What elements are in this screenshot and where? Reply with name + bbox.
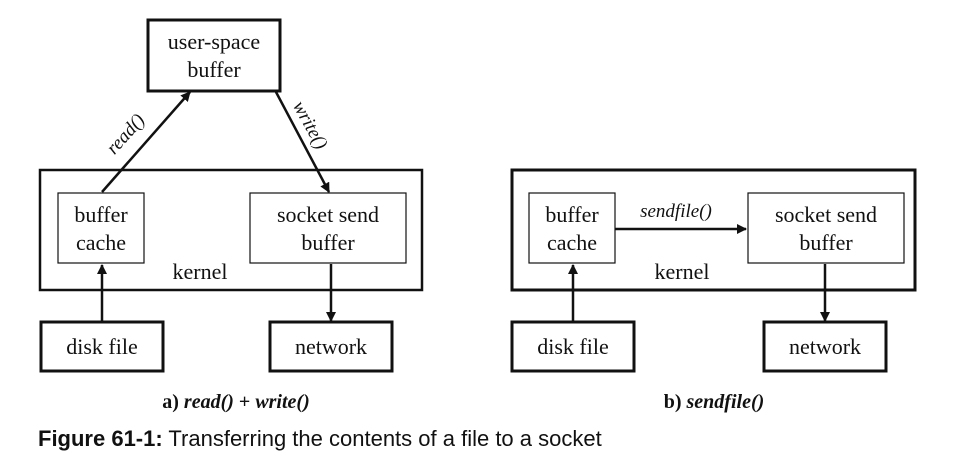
- socket-send-buffer-box-b: [747, 192, 905, 264]
- disk-file-label-a: disk file: [66, 334, 138, 359]
- sendfile-label: sendfile(): [640, 201, 712, 222]
- write-arrow: [274, 91, 331, 193]
- read-arrow: [101, 91, 191, 193]
- diagram-b: buffer cache socket send buffer kernel d…: [510, 168, 917, 413]
- subcaption-b: b) sendfile(): [664, 391, 765, 413]
- socket-send-buffer-label-line2-a: buffer: [301, 230, 355, 255]
- socket-send-buffer-box-a: [249, 192, 407, 264]
- user-space-buffer-label-line1: user-space: [168, 29, 260, 54]
- socket-send-buffer-label-line1-b: socket send: [775, 202, 877, 227]
- network-box-a: [268, 320, 394, 373]
- buffer-cache-label-line2-b: cache: [547, 230, 597, 255]
- socket-send-buffer-label-line1-a: socket send: [277, 202, 379, 227]
- network-box-b: [762, 320, 888, 373]
- network-label-a: network: [295, 334, 367, 359]
- kernel-label-a: kernel: [173, 259, 228, 284]
- figure-number: Figure 61-1:: [38, 426, 163, 451]
- disk-file-label-b: disk file: [537, 334, 609, 359]
- figure-caption-text: Transferring the contents of a file to a…: [162, 426, 602, 451]
- socket-send-buffer-label-line2-b: buffer: [799, 230, 853, 255]
- figure-caption: Figure 61-1: Transferring the contents o…: [38, 426, 602, 452]
- buffer-cache-label-line1-b: buffer: [545, 202, 599, 227]
- kernel-box-b: [510, 168, 917, 292]
- buffer-cache-box-a: [57, 192, 145, 264]
- user-space-buffer-box: [146, 18, 282, 93]
- diagram-a: user-space buffer buffer cache socket se…: [38, 18, 424, 413]
- network-label-b: network: [789, 334, 861, 359]
- user-space-buffer-label-line2: buffer: [187, 57, 241, 82]
- kernel-label-b: kernel: [655, 259, 710, 284]
- buffer-cache-label-line1-a: buffer: [74, 202, 128, 227]
- subcaption-a: a) read() + write(): [162, 391, 310, 413]
- read-label: read(): [102, 110, 149, 159]
- kernel-box-a: [38, 168, 424, 292]
- buffer-cache-label-line2-a: cache: [76, 230, 126, 255]
